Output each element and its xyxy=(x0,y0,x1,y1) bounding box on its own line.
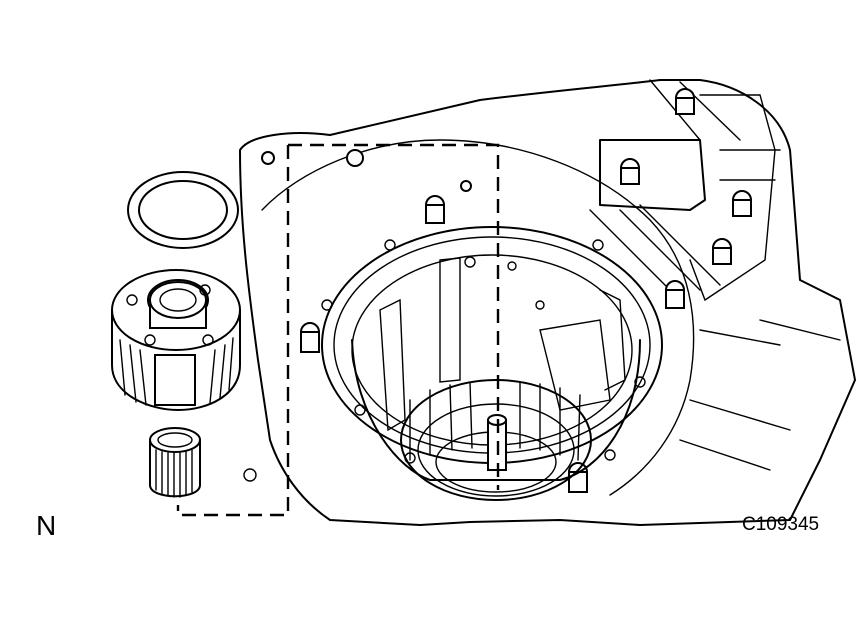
case-bolts xyxy=(261,88,752,493)
thrust-washer xyxy=(127,171,239,249)
splined-sleeve xyxy=(149,427,201,498)
view-label: N xyxy=(36,510,57,541)
removal-area-dashed-outline xyxy=(176,143,500,517)
figure-code: C109345 xyxy=(742,514,820,535)
planetary-gear-assembly xyxy=(111,269,241,412)
transmission-case xyxy=(239,79,856,526)
case-bore xyxy=(243,226,663,501)
